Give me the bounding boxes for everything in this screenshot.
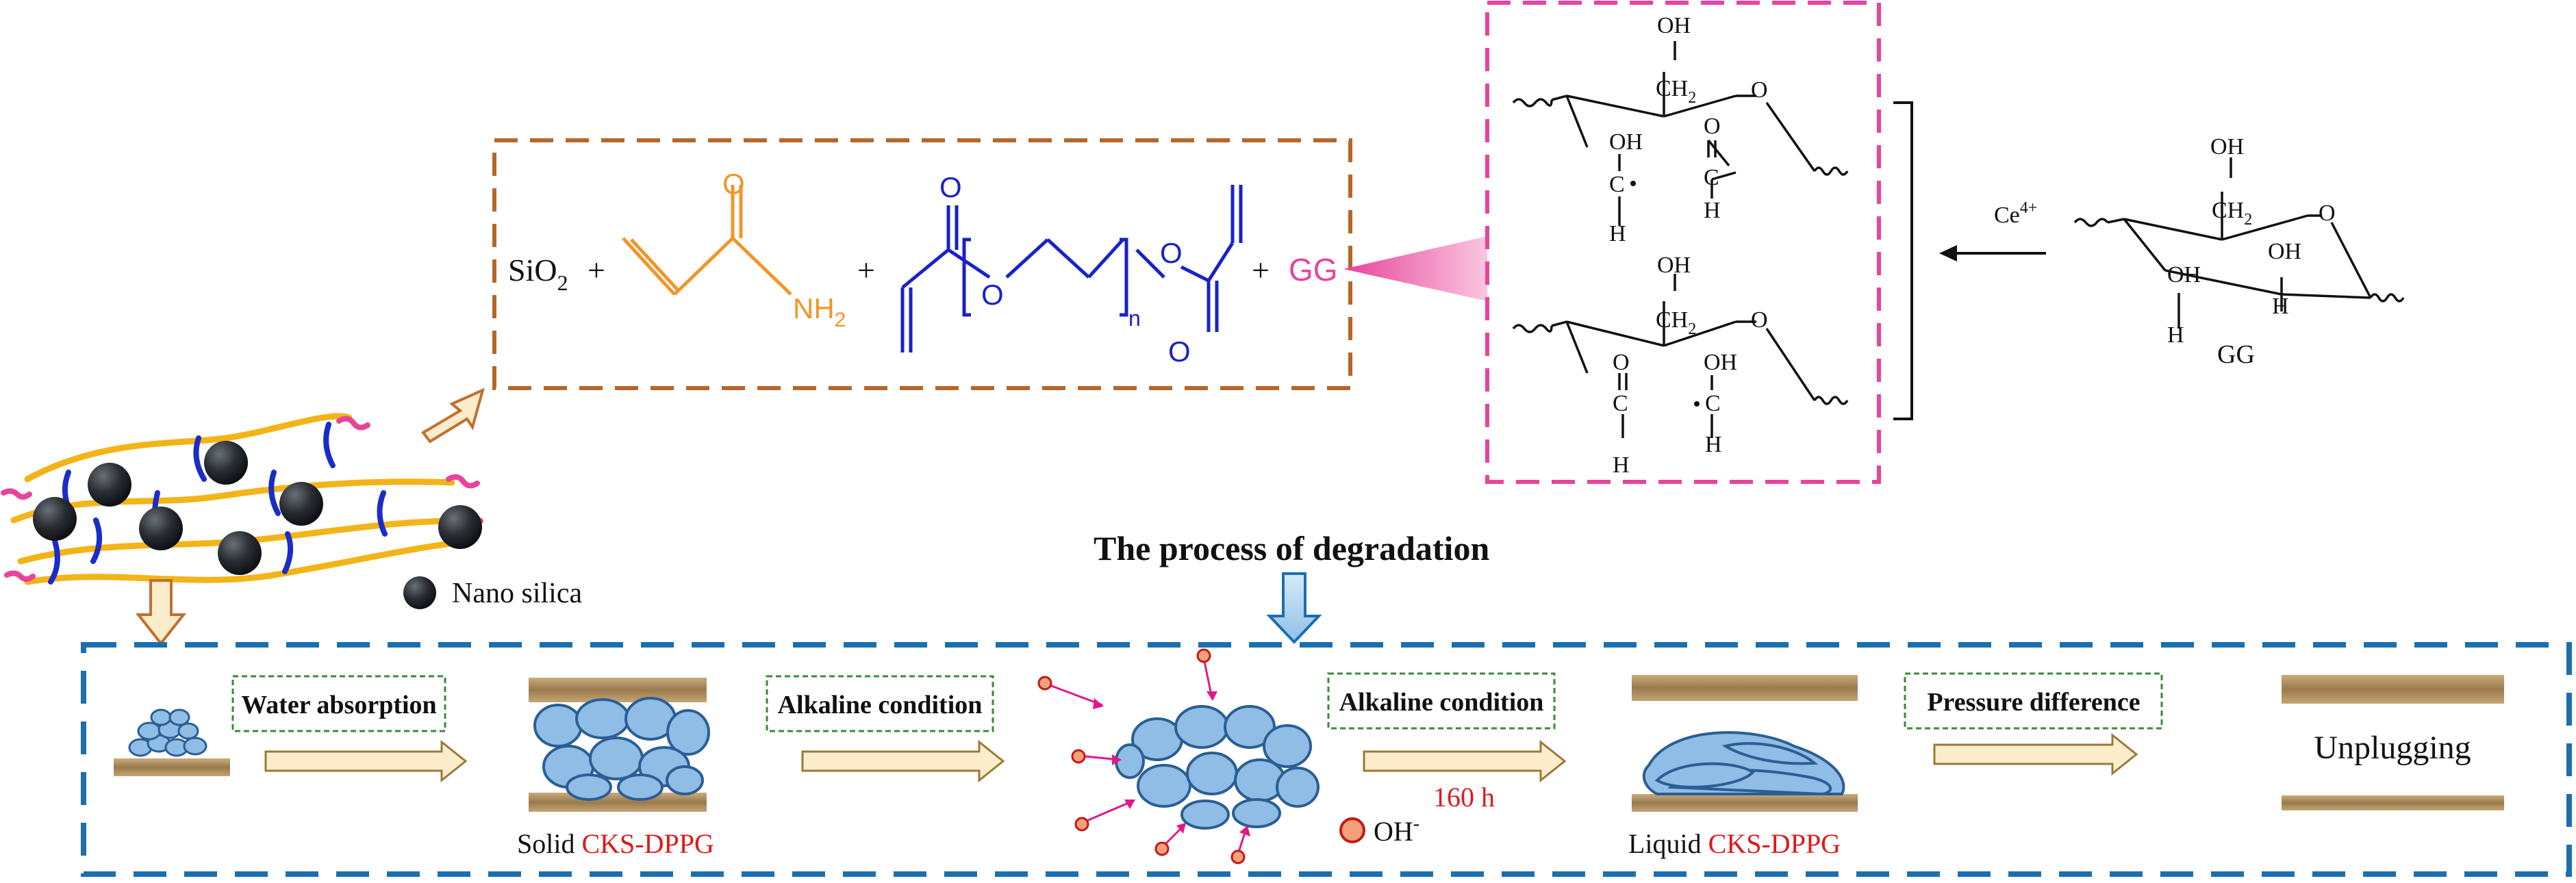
solid-label: Solid CKS-DPPG: [517, 828, 714, 859]
stage-initial: [114, 708, 230, 776]
sio2-label: SiO2: [508, 253, 568, 295]
svg-text:OH: OH: [1657, 13, 1691, 38]
step-pressure-box: [1904, 672, 2163, 730]
plus-3: +: [1252, 253, 1270, 287]
ce-label: Ce4+: [1994, 199, 2037, 228]
liquid-label: Liquid CKS-DPPG: [1628, 828, 1841, 859]
svg-text:C: C: [1613, 391, 1628, 416]
svg-text:H: H: [1613, 452, 1630, 478]
step-alkaline-2: Alkaline condition: [1339, 688, 1544, 717]
amide-oxygen: O: [722, 168, 745, 200]
svg-text:H: H: [2167, 322, 2184, 348]
svg-text:OH: OH: [2210, 134, 2244, 159]
peg-repeat-n: n: [1128, 306, 1141, 331]
duration-label: 160 h: [1433, 782, 1495, 812]
title-down-arrow: [1266, 572, 1322, 644]
peg-oxygen-3: O: [1160, 237, 1183, 269]
radical-bracket: [1893, 101, 1913, 420]
step-arrow-2: [801, 739, 1005, 783]
svg-text:OH: OH: [1704, 350, 1737, 375]
gg-pyranose-labels: OH CH2 O OH OH H H GG: [2167, 134, 2336, 369]
nano-silica-legend-icon: [403, 576, 436, 609]
step-alkaline-2-box: [1327, 672, 1556, 730]
step-arrow-3: [1363, 739, 1567, 783]
network-down-arrow: [135, 579, 187, 646]
silica-particles: [33, 441, 482, 575]
hydroxide-legend-label: OH-: [1374, 813, 1419, 847]
sio2-text: SiO: [508, 253, 557, 287]
radical-labels-bottom: OH CH2 O O C H OH C H: [1613, 253, 1768, 478]
gg-pyranose-structure: [2073, 157, 2405, 329]
stage-unplugged: [2282, 675, 2504, 810]
peg-oxygen-4: O: [1168, 335, 1191, 368]
step-water-absorption: Water absorption: [241, 691, 436, 719]
step-water-absorption-box: [231, 675, 446, 732]
svg-text:CH2: CH2: [1656, 76, 1696, 107]
stage-solid-plug: [529, 678, 710, 812]
process-title: The process of degradation: [1094, 529, 1489, 567]
unplugging-label: Unplugging: [2314, 730, 2471, 766]
svg-text:O: O: [1751, 307, 1768, 333]
nano-silica-legend-label: Nano silica: [452, 578, 582, 609]
network-arrow: [421, 387, 485, 444]
svg-text:C: C: [1704, 165, 1719, 190]
stage-hydroxide-attack: [1037, 648, 1319, 865]
step-alkaline-1-box: [766, 675, 994, 732]
sio2-subscript: 2: [557, 270, 568, 295]
step-arrow-1: [264, 739, 468, 783]
peg-oxygen-1: O: [939, 171, 962, 203]
svg-text:O: O: [2319, 201, 2336, 226]
process-box: [81, 642, 2572, 877]
plus-1: +: [588, 253, 605, 287]
svg-text:OH: OH: [2167, 262, 2201, 287]
acrylamide-structure: [622, 185, 792, 296]
monomer-box: [492, 138, 1352, 390]
svg-text:CH2: CH2: [1656, 307, 1696, 338]
plus-2: +: [857, 253, 875, 287]
svg-text:O: O: [1613, 350, 1630, 375]
svg-text:O: O: [1751, 77, 1768, 103]
callout-wedge: [1343, 236, 1487, 301]
radical-labels-top: OH CH2 O O C H OH C H: [1609, 13, 1768, 246]
gg-label: GG: [1289, 252, 1338, 287]
amide-nh2: NH2: [793, 292, 846, 331]
svg-text:C: C: [1609, 172, 1625, 197]
svg-text:H: H: [1609, 221, 1626, 246]
svg-text:O: O: [1704, 114, 1721, 139]
svg-text:H: H: [1704, 198, 1721, 223]
radical-structure-bottom: [1512, 274, 1849, 438]
radical-structure-top: [1512, 41, 1849, 226]
step-pressure-difference: Pressure difference: [1927, 688, 2140, 717]
gel-network: [1, 413, 483, 585]
svg-text:GG: GG: [2217, 340, 2255, 369]
step-arrow-4: [1933, 732, 2138, 776]
hydroxide-legend-icon: [1339, 817, 1365, 843]
svg-text:H: H: [1705, 432, 1722, 457]
svg-text:C: C: [1705, 391, 1721, 416]
stage-liquid: [1632, 675, 1858, 812]
peg-oxygen-2: O: [981, 279, 1004, 311]
step-alkaline-1: Alkaline condition: [778, 691, 983, 719]
svg-text:H: H: [2272, 294, 2289, 319]
svg-text:OH: OH: [2268, 239, 2301, 264]
svg-text:OH: OH: [1657, 253, 1691, 278]
ce-arrow-head: [1939, 245, 1957, 261]
svg-text:CH2: CH2: [2212, 198, 2252, 229]
svg-text:OH: OH: [1609, 129, 1643, 155]
radical-box: [1485, 1, 1881, 484]
svg-text:SiO2: SiO2: [508, 253, 568, 295]
peg-diacrylate-structure: [900, 185, 1243, 353]
